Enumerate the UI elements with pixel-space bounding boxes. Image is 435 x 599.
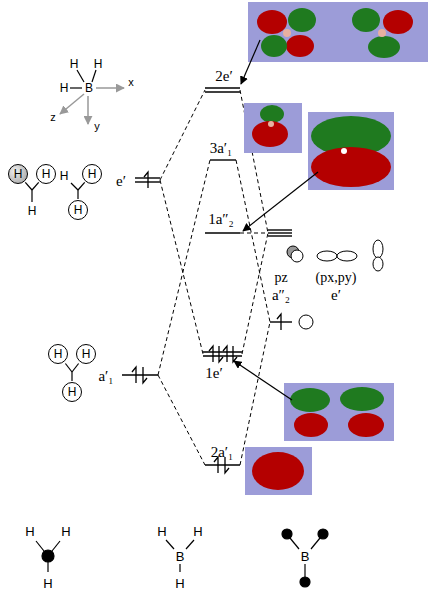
atom-label: H xyxy=(25,525,34,538)
atom-label: H xyxy=(61,525,70,538)
symmetry-label: a′₁ xyxy=(98,369,113,384)
atom-label: H xyxy=(70,58,79,70)
atom-label: H xyxy=(88,168,97,180)
hydrogen-orbital: H xyxy=(82,164,102,184)
mo-label: 2e′ xyxy=(215,69,232,84)
symmetry-label: a″₂ xyxy=(272,288,290,303)
axis-label: y xyxy=(94,121,100,132)
symmetry-label: e′ xyxy=(116,174,126,189)
atom-label: H xyxy=(42,168,51,180)
atom-label: H xyxy=(54,348,63,360)
atom-label: H xyxy=(43,577,52,590)
electrons xyxy=(132,172,281,473)
atom-label: H xyxy=(28,205,37,217)
atom-label: H xyxy=(157,525,166,538)
atom-label: B xyxy=(176,550,185,563)
mo-label: 2a′₁ xyxy=(211,445,234,460)
hydrogen-orbital: H xyxy=(36,164,56,184)
atom-label: H xyxy=(14,168,23,180)
mo-label: 1e′ xyxy=(205,366,222,381)
atom-label: H xyxy=(94,58,103,70)
hydrogen-orbital: H xyxy=(76,344,96,364)
atom-label: H xyxy=(82,348,91,360)
orbital-label: pz xyxy=(274,271,287,285)
energy-levels xyxy=(122,88,292,465)
hydrogen-orbital: H xyxy=(62,382,82,402)
atom-label: H xyxy=(175,577,184,590)
axis-label: x xyxy=(128,77,134,88)
hydrogen-orbital: H xyxy=(8,164,28,184)
ao-sketches xyxy=(287,240,383,329)
hydrogen-orbital: H xyxy=(48,344,68,364)
atom-label: H xyxy=(68,386,77,398)
orbital-label: (px,py) xyxy=(316,271,357,285)
orbital-pictures xyxy=(234,2,428,495)
axis-label: z xyxy=(50,112,56,123)
atom-label: H xyxy=(74,204,83,216)
atom-label: H xyxy=(60,170,69,182)
atom-label: B xyxy=(85,82,93,94)
atom-label: H xyxy=(193,525,202,538)
mo-label: 1a″₂ xyxy=(208,212,234,227)
hydrogen-orbital: H xyxy=(68,200,88,220)
atom-label: H xyxy=(60,82,69,94)
atom-label: B xyxy=(301,550,310,563)
symmetry-label: e′ xyxy=(331,288,341,303)
mo-label: 3a′₁ xyxy=(210,141,233,156)
